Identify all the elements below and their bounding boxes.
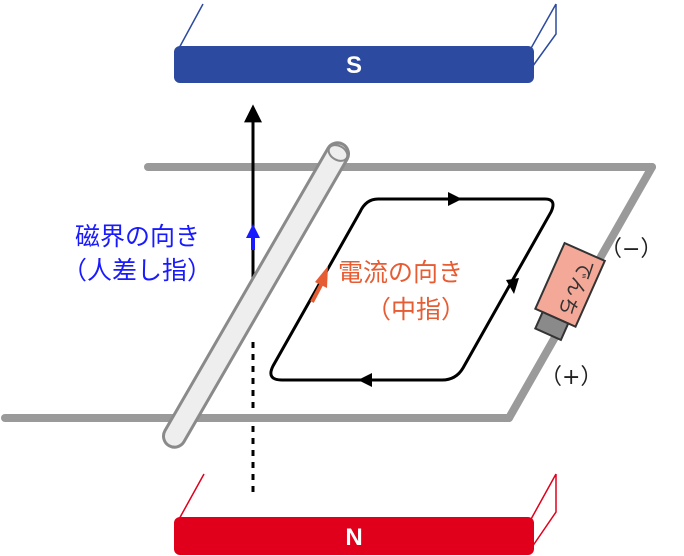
plus-terminal-label: （+）	[540, 365, 602, 390]
current-loop-path	[269, 197, 555, 382]
minus-terminal-label: （−）	[600, 237, 662, 262]
current-label-line2: （中指）	[366, 295, 466, 324]
field-label-line1: 磁界の向き	[75, 222, 200, 251]
n-magnet-depth	[177, 473, 557, 551]
rod-end	[327, 144, 349, 162]
current-direction-arrow	[315, 266, 328, 288]
field-label-line2: （人差し指）	[62, 256, 212, 285]
loop-arrow-right	[506, 278, 519, 294]
field-direction-arrow	[246, 224, 260, 238]
loop-arrow-top	[448, 192, 462, 206]
s-pole-magnet: S	[174, 3, 557, 83]
s-magnet-depth	[177, 3, 557, 71]
battery: でんち	[533, 241, 607, 342]
battery-cap	[533, 310, 570, 342]
n-pole-magnet: N	[174, 473, 557, 555]
n-pole-label: N	[345, 524, 362, 551]
n-magnet-face	[174, 517, 534, 555]
s-magnet-face	[174, 46, 534, 83]
rod-body	[162, 141, 350, 449]
conductor-rod	[162, 141, 350, 449]
current-loop	[269, 192, 555, 387]
loop-arrow-bottom	[358, 373, 372, 387]
s-pole-label: S	[346, 52, 362, 79]
current-label-line1: 電流の向き	[338, 258, 463, 287]
current-direction-shaft	[310, 282, 324, 303]
